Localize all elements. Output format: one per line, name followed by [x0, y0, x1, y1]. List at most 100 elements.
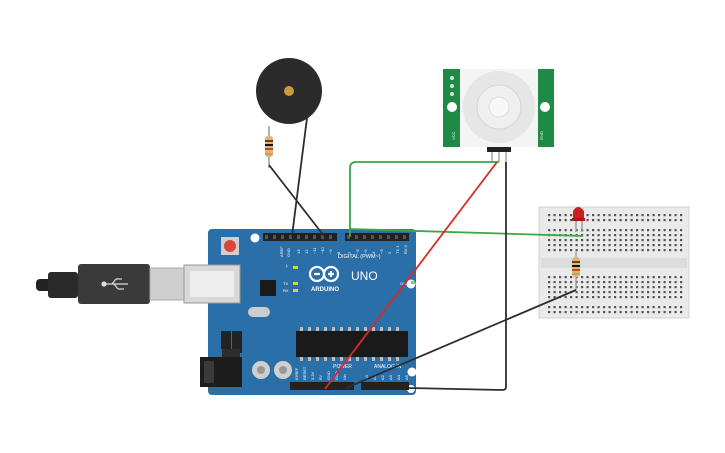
- breadboard-hole[interactable]: [603, 229, 606, 232]
- breadboard-hole[interactable]: [608, 291, 611, 294]
- breadboard-hole[interactable]: [619, 276, 622, 279]
- breadboard-hole[interactable]: [674, 249, 677, 252]
- breadboard-hole[interactable]: [674, 296, 677, 299]
- breadboard-hole[interactable]: [625, 286, 628, 289]
- breadboard-hole[interactable]: [663, 311, 666, 314]
- breadboard-hole[interactable]: [614, 219, 617, 222]
- breadboard-hole[interactable]: [592, 296, 595, 299]
- breadboard-hole[interactable]: [641, 229, 644, 232]
- breadboard-hole[interactable]: [652, 296, 655, 299]
- breadboard-hole[interactable]: [553, 219, 556, 222]
- breadboard-hole[interactable]: [619, 244, 622, 247]
- breadboard-hole[interactable]: [636, 214, 639, 217]
- breadboard-hole[interactable]: [564, 276, 567, 279]
- breadboard-hole[interactable]: [608, 244, 611, 247]
- breadboard-hole[interactable]: [652, 229, 655, 232]
- breadboard-hole[interactable]: [625, 229, 628, 232]
- breadboard-hole[interactable]: [647, 296, 650, 299]
- breadboard-hole[interactable]: [663, 239, 666, 242]
- breadboard-hole[interactable]: [625, 291, 628, 294]
- breadboard-hole[interactable]: [559, 291, 562, 294]
- breadboard-hole[interactable]: [592, 306, 595, 309]
- breadboard-hole[interactable]: [674, 311, 677, 314]
- breadboard-hole[interactable]: [614, 286, 617, 289]
- breadboard-hole[interactable]: [647, 276, 650, 279]
- breadboard-hole[interactable]: [564, 244, 567, 247]
- breadboard-hole[interactable]: [581, 239, 584, 242]
- breadboard-hole[interactable]: [647, 249, 650, 252]
- breadboard-hole[interactable]: [630, 286, 633, 289]
- breadboard-hole[interactable]: [674, 291, 677, 294]
- breadboard-hole[interactable]: [564, 311, 567, 314]
- breadboard-hole[interactable]: [581, 291, 584, 294]
- breadboard-hole[interactable]: [592, 214, 595, 217]
- led-resistor[interactable]: [572, 252, 580, 290]
- breadboard-hole[interactable]: [564, 229, 567, 232]
- breadboard-hole[interactable]: [603, 286, 606, 289]
- breadboard-hole[interactable]: [669, 311, 672, 314]
- breadboard-hole[interactable]: [680, 296, 683, 299]
- breadboard-hole[interactable]: [575, 291, 578, 294]
- breadboard-hole[interactable]: [680, 281, 683, 284]
- breadboard-hole[interactable]: [581, 276, 584, 279]
- breadboard-hole[interactable]: [592, 234, 595, 237]
- breadboard-hole[interactable]: [630, 239, 633, 242]
- breadboard-hole[interactable]: [553, 306, 556, 309]
- breadboard-hole[interactable]: [630, 229, 633, 232]
- breadboard-hole[interactable]: [592, 239, 595, 242]
- breadboard-hole[interactable]: [636, 286, 639, 289]
- breadboard-hole[interactable]: [619, 311, 622, 314]
- breadboard-hole[interactable]: [663, 249, 666, 252]
- breadboard-hole[interactable]: [680, 234, 683, 237]
- breadboard-hole[interactable]: [603, 281, 606, 284]
- breadboard-hole[interactable]: [608, 234, 611, 237]
- breadboard-hole[interactable]: [625, 281, 628, 284]
- breadboard-hole[interactable]: [586, 244, 589, 247]
- breadboard-hole[interactable]: [663, 229, 666, 232]
- breadboard-hole[interactable]: [619, 219, 622, 222]
- breadboard-hole[interactable]: [636, 291, 639, 294]
- breadboard-hole[interactable]: [575, 239, 578, 242]
- breadboard-hole[interactable]: [625, 306, 628, 309]
- breadboard-hole[interactable]: [630, 244, 633, 247]
- breadboard-hole[interactable]: [553, 249, 556, 252]
- breadboard-hole[interactable]: [581, 244, 584, 247]
- breadboard-hole[interactable]: [647, 229, 650, 232]
- breadboard-hole[interactable]: [641, 244, 644, 247]
- breadboard-hole[interactable]: [614, 311, 617, 314]
- breadboard-hole[interactable]: [575, 306, 578, 309]
- breadboard-hole[interactable]: [652, 291, 655, 294]
- breadboard-hole[interactable]: [663, 234, 666, 237]
- breadboard-hole[interactable]: [658, 229, 661, 232]
- breadboard-hole[interactable]: [592, 229, 595, 232]
- breadboard-hole[interactable]: [658, 311, 661, 314]
- breadboard-hole[interactable]: [553, 239, 556, 242]
- breadboard-hole[interactable]: [636, 276, 639, 279]
- breadboard-hole[interactable]: [625, 296, 628, 299]
- breadboard-hole[interactable]: [641, 296, 644, 299]
- breadboard-hole[interactable]: [553, 291, 556, 294]
- breadboard-hole[interactable]: [608, 219, 611, 222]
- breadboard-hole[interactable]: [674, 281, 677, 284]
- breadboard-hole[interactable]: [581, 306, 584, 309]
- breadboard-hole[interactable]: [625, 214, 628, 217]
- breadboard-hole[interactable]: [641, 306, 644, 309]
- green-wire-pir-signal[interactable]: [349, 161, 499, 237]
- breadboard-hole[interactable]: [680, 291, 683, 294]
- breadboard-hole[interactable]: [641, 249, 644, 252]
- breadboard-hole[interactable]: [669, 296, 672, 299]
- green-wire-led[interactable]: [349, 228, 584, 237]
- breadboard-hole[interactable]: [641, 291, 644, 294]
- breadboard-hole[interactable]: [603, 311, 606, 314]
- breadboard-hole[interactable]: [575, 311, 578, 314]
- breadboard-hole[interactable]: [586, 296, 589, 299]
- breadboard-hole[interactable]: [608, 296, 611, 299]
- breadboard-hole[interactable]: [652, 244, 655, 247]
- breadboard-hole[interactable]: [608, 311, 611, 314]
- breadboard-hole[interactable]: [636, 306, 639, 309]
- breadboard-hole[interactable]: [586, 239, 589, 242]
- breadboard-hole[interactable]: [674, 219, 677, 222]
- breadboard-hole[interactable]: [575, 296, 578, 299]
- breadboard-hole[interactable]: [625, 239, 628, 242]
- breadboard-hole[interactable]: [658, 291, 661, 294]
